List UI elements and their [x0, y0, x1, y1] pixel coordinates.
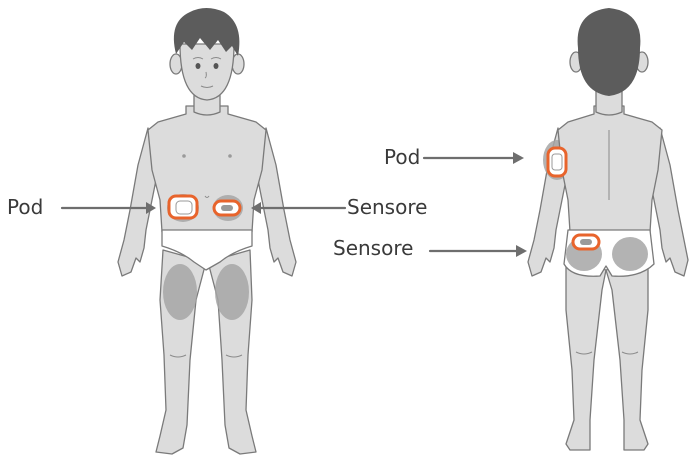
front-head	[180, 44, 234, 100]
front-pod-device	[169, 196, 197, 218]
back-figure	[528, 8, 688, 450]
back-right-buttock-zone	[612, 237, 648, 271]
back-left-leg	[566, 260, 606, 450]
front-figure	[118, 8, 296, 454]
front-right-thigh-zone	[215, 264, 249, 320]
back-pod-label: Pod	[384, 147, 420, 167]
front-pod-label: Pod	[7, 197, 43, 217]
front-sensor-label: Sensore	[347, 197, 427, 217]
back-right-leg	[606, 260, 648, 450]
front-torso	[148, 106, 266, 232]
front-left-thigh-zone	[163, 264, 197, 320]
back-sensor-label: Sensore	[333, 238, 413, 258]
back-pod-device	[548, 148, 566, 176]
front-sensor-device	[214, 201, 240, 215]
back-head-hair	[578, 8, 641, 96]
back-sensor-device	[573, 235, 599, 249]
back-torso	[558, 106, 662, 232]
